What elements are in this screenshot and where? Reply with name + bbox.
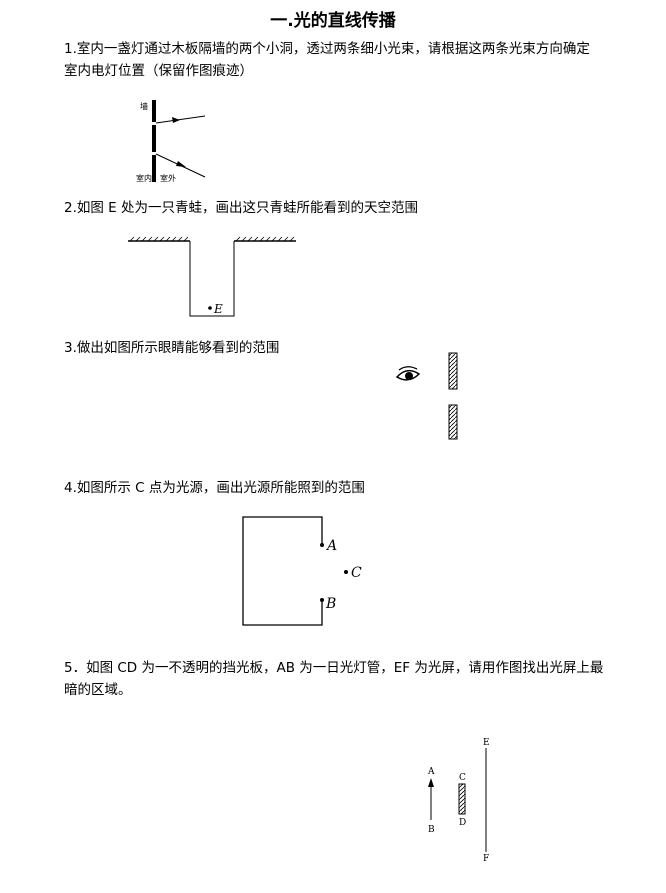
label-d: D [459, 818, 466, 828]
question-3-eye-figure [395, 352, 458, 440]
label-a: A [427, 767, 435, 777]
label-e: E [483, 738, 490, 748]
question-4-text: 4.如图所示 C 点为光源，画出光源所能照到的范围 [64, 480, 365, 496]
label-b: B [428, 825, 435, 835]
inside-label: 室内 [136, 173, 152, 183]
page-title: 一.光的直线传播 [270, 11, 396, 31]
question-3-text: 3.做出如图所示眼睛能够看到的范围 [64, 340, 280, 356]
point-e-label: E [213, 302, 223, 316]
question-2-text: 2.如图 E 处为一只青蛙，画出这只青蛙所能看到的天空范围 [64, 200, 418, 216]
eye-icon [395, 366, 421, 381]
question-4-box-figure: A B C [242, 516, 362, 626]
label-c: C [459, 773, 466, 783]
question-5-figure: A B C D E F [427, 738, 490, 864]
question-2-well-figure: E [128, 236, 296, 317]
question-1-figure: 墙 室内 室外 [136, 100, 206, 183]
outside-label: 室外 [160, 173, 176, 183]
label-f: F [483, 854, 489, 864]
question-5-text: 5．如图 CD 为一不透明的挡光板，AB 为一日光灯管，EF 为光屏，请用作图找… [64, 660, 604, 698]
point-a-label: A [325, 538, 337, 554]
point-c-label: C [351, 565, 362, 581]
point-b-label: B [325, 596, 336, 612]
wall-label: 墙 [140, 101, 148, 111]
question-1-text: 1.室内一盏灯通过木板隔墙的两个小洞，透过两条细小光束，请根据这两条光束方向确定… [64, 41, 590, 79]
